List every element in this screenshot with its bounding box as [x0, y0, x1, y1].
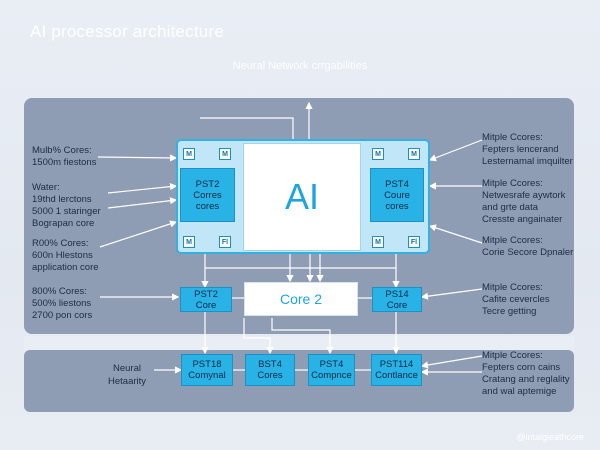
core-block-left: PST2 Corres cores	[180, 168, 235, 222]
label-line: Corie Secore Dpnaler	[482, 247, 574, 258]
bottom-core: PST18 Comynal	[181, 354, 233, 386]
footer-credit: @intalgieathcore	[516, 432, 584, 442]
label-line: Neural	[113, 363, 141, 374]
label-line: 500% liestons	[32, 298, 92, 309]
label-line: Mitple Ccores:	[482, 235, 543, 246]
label-line: Water:	[32, 182, 60, 193]
label-line: Netwesrafe aywtork	[482, 190, 566, 201]
left-annotation: Water: 19thd lerctons 5000 1 staringer B…	[32, 182, 101, 230]
label-line: 19thd lerctons	[32, 194, 92, 205]
right-annotation: Mitple Ccores: Fepters corn cains Cratan…	[482, 350, 570, 398]
label-line: 2700 pon cors	[32, 310, 93, 321]
label-line: Tecre getting	[482, 306, 537, 317]
label-line: Mitple Ccores:	[482, 178, 543, 189]
core-label: PST2	[194, 288, 218, 300]
ai-core-block: AI	[243, 143, 361, 251]
left-annotation: 800% Cores: 500% liestons 2700 pon cors	[32, 286, 92, 322]
core-block-right: PST4 Coure cores	[370, 168, 424, 222]
core-label: Compnce	[311, 370, 352, 381]
label-line: Mitple Ccores:	[482, 350, 543, 361]
page-title: AI processor architecture	[30, 22, 224, 41]
core-label: Contlance	[375, 370, 418, 381]
left-annotation: R00% Cores: 600n Hlestons application co…	[32, 238, 99, 274]
core-2-label: Core 2	[279, 291, 323, 307]
label-line: Cresste angainater	[482, 214, 563, 225]
right-annotation: Mitple Ccores: Fepters lencerand Lestern…	[482, 132, 573, 168]
label-line: Bograpan core	[32, 218, 95, 229]
module-indicator: M	[372, 236, 384, 248]
core-label: Cores	[257, 370, 283, 381]
bottom-core: BST4 Cores	[245, 354, 295, 386]
core-label: PS14	[385, 288, 409, 300]
label-line: Cratang and reglality	[482, 374, 570, 385]
core-label: Coure	[384, 189, 410, 201]
label-line: Lesternamal imquilter	[482, 156, 573, 167]
module-indicator: M	[183, 236, 195, 248]
label-line: R00% Cores:	[32, 238, 89, 249]
module-indicator: M	[372, 148, 384, 160]
module-indicator: M	[183, 148, 195, 160]
core-2-block: Core 2	[244, 282, 358, 316]
label-line: 600n Hlestons	[32, 250, 93, 261]
module-indicator: M	[219, 148, 231, 160]
core-label: PST4	[385, 178, 409, 190]
core-label: Core	[195, 299, 217, 311]
left-annotation: Mulb% Cores: 1500m fiestons	[32, 145, 96, 169]
neural-band	[24, 350, 574, 412]
right-annotation: Mitple Ccores: Corie Secore Dpnaler	[482, 235, 573, 259]
core-label: PST4	[319, 359, 344, 370]
core-label: Comynal	[188, 370, 226, 381]
label-line: 800% Cores:	[32, 286, 87, 297]
mid-core-left: PST2 Core	[180, 287, 232, 312]
module-indicator: Fl	[219, 236, 231, 248]
core-label: cores	[385, 200, 409, 212]
ai-core-label: AI	[284, 176, 319, 217]
page-subtitle: Neural Network crrgabilities	[232, 60, 368, 72]
label-line: Mitple Ccores:	[482, 282, 543, 293]
label-line: 1500m fiestons	[32, 157, 97, 168]
right-annotation: Mitple Ccores: Netwesrafe aywtork and gr…	[482, 178, 565, 226]
label-line: Fepters lencerand	[482, 144, 559, 155]
module-indicator: M	[408, 148, 420, 160]
core-label: BST4	[258, 359, 282, 370]
label-line: Mitple Ccores:	[482, 132, 543, 143]
label-line: Fepters corn cains	[482, 362, 561, 373]
core-label: PST114	[379, 359, 414, 370]
core-label: PST18	[192, 359, 222, 370]
bottom-core: PST4 Compnce	[308, 354, 355, 386]
mid-core-right: PS14 Core	[372, 287, 422, 312]
core-label: PST2	[195, 178, 220, 190]
label-line: and wal aptemige	[482, 386, 557, 397]
label-line: Mulb% Cores:	[32, 145, 92, 156]
label-line: application core	[32, 262, 99, 273]
right-annotation: Mitple Ccores: Cafite cevercles Tecre ge…	[482, 282, 550, 318]
label-line: Cafite cevercles	[482, 294, 550, 305]
core-label: cores	[195, 200, 220, 212]
label-line: Hetaarity	[108, 376, 147, 387]
core-label: Corres	[193, 189, 222, 201]
neural-label: Neural Hetaarity	[108, 362, 146, 388]
core-label: Core	[386, 299, 408, 311]
band-divider	[24, 336, 574, 350]
module-indicator: Fl	[408, 236, 420, 248]
label-line: and grte data	[482, 202, 538, 213]
label-line: 5000 1 staringer	[32, 206, 101, 217]
bottom-core: PST114 Contlance	[371, 354, 422, 386]
